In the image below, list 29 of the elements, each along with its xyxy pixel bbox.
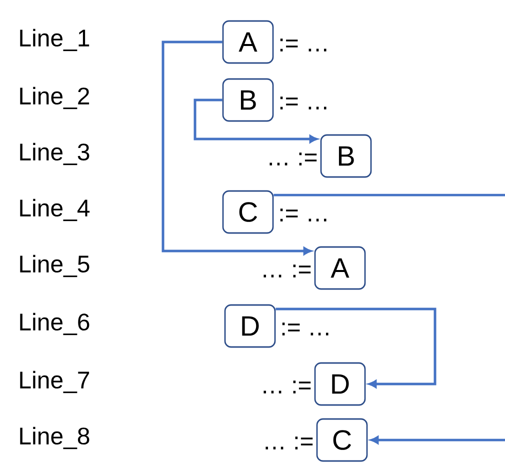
arrow xyxy=(276,308,436,388)
arrow xyxy=(370,436,505,444)
variable-box: C xyxy=(222,190,274,234)
variable-box: D xyxy=(224,304,276,348)
variable-box: A xyxy=(222,20,274,64)
code-text: … := xyxy=(264,380,311,394)
line-number: Line_1 xyxy=(20,28,90,52)
variable-box: D xyxy=(314,362,366,406)
connector-line xyxy=(274,194,505,196)
line-number: Line_3 xyxy=(20,142,90,166)
code-text: … := xyxy=(264,264,311,278)
line-number: Line_2 xyxy=(20,86,90,110)
variable-box: A xyxy=(314,246,366,290)
line-number: Line_4 xyxy=(20,198,90,222)
line-number: Line_6 xyxy=(20,312,90,336)
code-text: := … xyxy=(282,322,328,336)
code-text: := … xyxy=(280,96,326,110)
code-text: := … xyxy=(280,38,326,52)
code-text: … := xyxy=(266,436,313,450)
variable-box: B xyxy=(222,78,274,122)
line-number: Line_7 xyxy=(20,370,90,394)
code-text: := … xyxy=(280,208,326,222)
variable-box: C xyxy=(316,418,368,462)
code-text: … := xyxy=(270,152,317,166)
line-number: Line_8 xyxy=(20,426,90,450)
line-number: Line_5 xyxy=(20,254,90,278)
arrow xyxy=(162,40,312,255)
variable-box: B xyxy=(320,134,372,178)
arrow xyxy=(194,98,318,143)
